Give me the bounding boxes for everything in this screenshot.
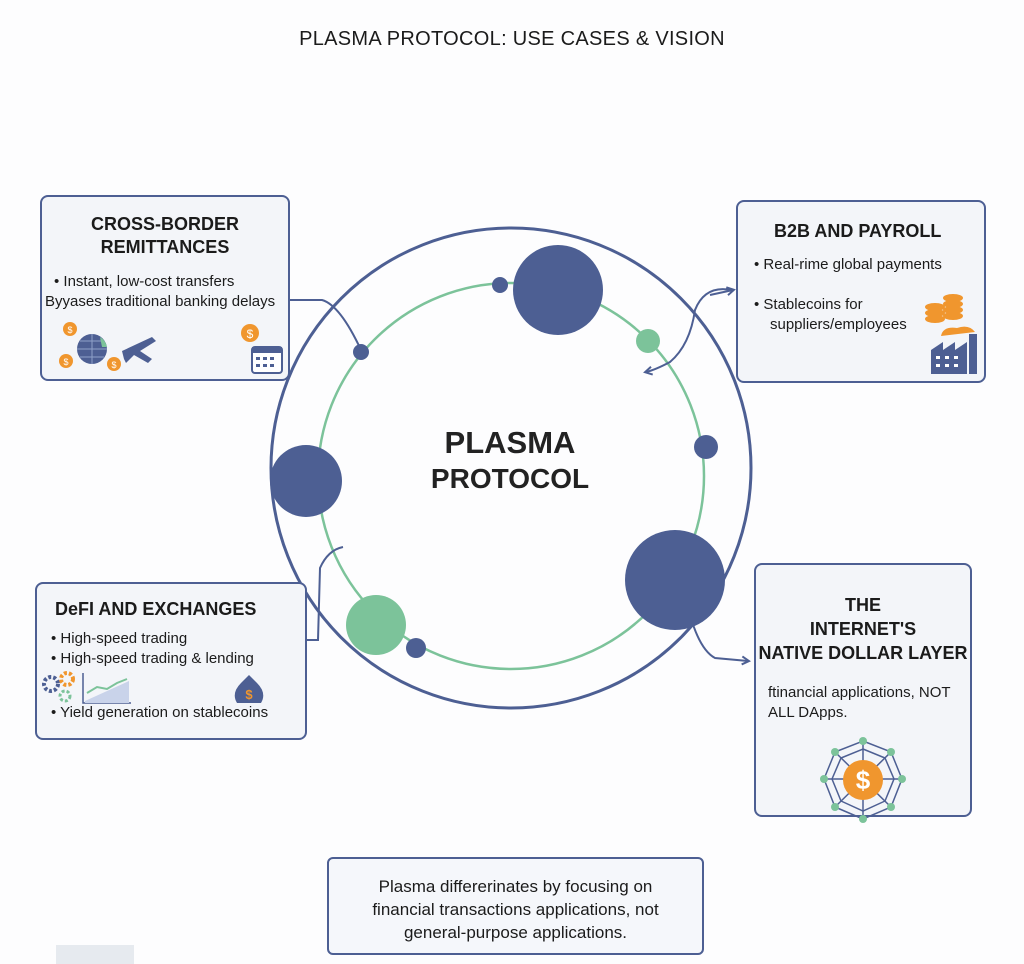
summary-box: Plasma differerinates by focusing on fin…	[327, 857, 704, 955]
summary-line: general-purpose applications.	[403, 923, 628, 942]
connector-b2b-head	[709, 290, 733, 296]
card-bullet: • High-speed trading & lending	[51, 650, 254, 667]
card-cross-border-remittances: CROSS-BORDER REMITTANCES • Instant, low-c…	[40, 195, 290, 381]
money-bag-icon: $	[234, 675, 264, 703]
card-bullet: • High-speed trading	[51, 630, 188, 647]
svg-text:$: $	[67, 325, 72, 335]
card-title-line: NATIVE DOLLAR LAYER	[758, 643, 968, 663]
svg-text:$: $	[856, 765, 871, 795]
card-b2b-and-payroll: B2B AND PAYROLL • Real-rime global payme…	[736, 200, 986, 383]
node	[513, 245, 603, 335]
dollar-network-icon: $	[820, 737, 906, 823]
remittance-icons: $ $ $ $	[59, 322, 283, 374]
svg-text:$: $	[247, 327, 254, 341]
dollar-coin-icon: $	[107, 357, 121, 371]
node	[406, 638, 426, 658]
node	[346, 595, 406, 655]
card-title-line: INTERNET'S	[809, 619, 917, 639]
card-title: THE INTERNET'S NATIVE DOLLAR LAYER	[756, 593, 970, 665]
card-bullet: Byyases traditional banking delays	[45, 293, 276, 310]
summary-line: financial transactions applications, not	[372, 900, 659, 919]
node	[353, 344, 369, 360]
card-title-line: REMITTANCES	[100, 237, 230, 257]
card-title: CROSS-BORDER REMITTANCES	[42, 213, 288, 259]
card-title: DeFI AND EXCHANGES	[55, 599, 257, 619]
dollar-coin-icon: $	[63, 322, 77, 336]
card-body: ALL DApps.	[768, 704, 848, 721]
b2b-icons	[925, 294, 977, 374]
svg-text:$: $	[245, 687, 253, 702]
node	[694, 435, 718, 459]
card-bullet: • Real-rime global payments	[754, 256, 942, 273]
svg-text:$: $	[111, 360, 116, 370]
calendar-icon	[251, 346, 283, 374]
center-line2: PROTOCOL	[430, 463, 590, 494]
connector-b2b	[646, 288, 732, 372]
factory-icon	[931, 334, 977, 374]
chart-icon	[82, 673, 131, 704]
dollar-coin-icon: $	[241, 324, 259, 342]
page-title: PLASMA PROTOCOL: USE CASES & VISION	[299, 28, 725, 50]
node	[625, 530, 725, 630]
defi-icons: $	[42, 671, 264, 704]
card-defi-and-exchanges: DeFI AND EXCHANGES • High-speed trading …	[35, 582, 307, 740]
card-title-line: CROSS-BORDER	[90, 214, 239, 234]
gears-icon	[42, 671, 75, 703]
watermark-block	[56, 945, 134, 964]
card-native-dollar-layer: THE INTERNET'S NATIVE DOLLAR LAYER ftinanc…	[754, 563, 972, 823]
card-bullet: • Yield generation on stablecoins	[51, 704, 269, 721]
card-bullet: • Stablecoins for	[754, 296, 863, 313]
summary-line: Plasma differerinates by focusing on	[378, 877, 653, 896]
connector-defi	[307, 546, 344, 641]
card-title-line: THE	[845, 595, 881, 615]
card-title: B2B AND PAYROLL	[774, 221, 942, 241]
node	[270, 445, 342, 517]
globe-icon	[77, 334, 107, 364]
card-bullet: • Instant, low-cost transfers	[54, 273, 235, 290]
connector-remittances	[290, 299, 362, 351]
center-line1: PLASMA	[444, 425, 576, 460]
airplane-icon	[122, 337, 156, 363]
outer-ring	[269, 226, 753, 710]
coin-stack-icon	[925, 294, 975, 336]
card-body: ftinancial applications, NOT	[768, 684, 951, 701]
card-bullet: suppliers/employees	[770, 316, 907, 333]
node	[492, 277, 508, 293]
node	[636, 329, 660, 353]
svg-text:$: $	[63, 357, 68, 367]
dollar-coin-icon: $	[59, 354, 73, 368]
center-label: PLASMA PROTOCOL	[380, 425, 640, 497]
